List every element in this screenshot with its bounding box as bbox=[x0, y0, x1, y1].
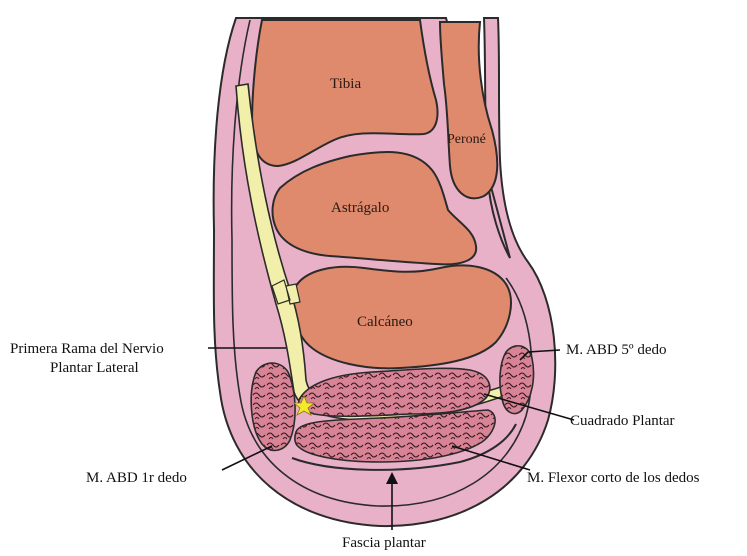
calcaneo-label: Calcáneo bbox=[357, 314, 413, 331]
flexor-label: M. Flexor corto de los dedos bbox=[527, 469, 699, 487]
fascia-label: Fascia plantar bbox=[342, 534, 426, 552]
abd-primero-label: M. ABD 1r dedo bbox=[86, 469, 187, 487]
cuadrado-label: Cuadrado Plantar bbox=[570, 412, 675, 430]
tibia-label: Tibia bbox=[330, 76, 361, 93]
abd-primero-muscle bbox=[251, 363, 295, 450]
nervio-label-line1: Primera Rama del Nervio bbox=[10, 340, 164, 358]
nervio-label-line2: Plantar Lateral bbox=[50, 359, 139, 377]
astragalo-label: Astrágalo bbox=[331, 200, 389, 217]
abd-quinto-label: M. ABD 5º dedo bbox=[566, 341, 667, 359]
perone-label: Peroné bbox=[447, 132, 486, 148]
